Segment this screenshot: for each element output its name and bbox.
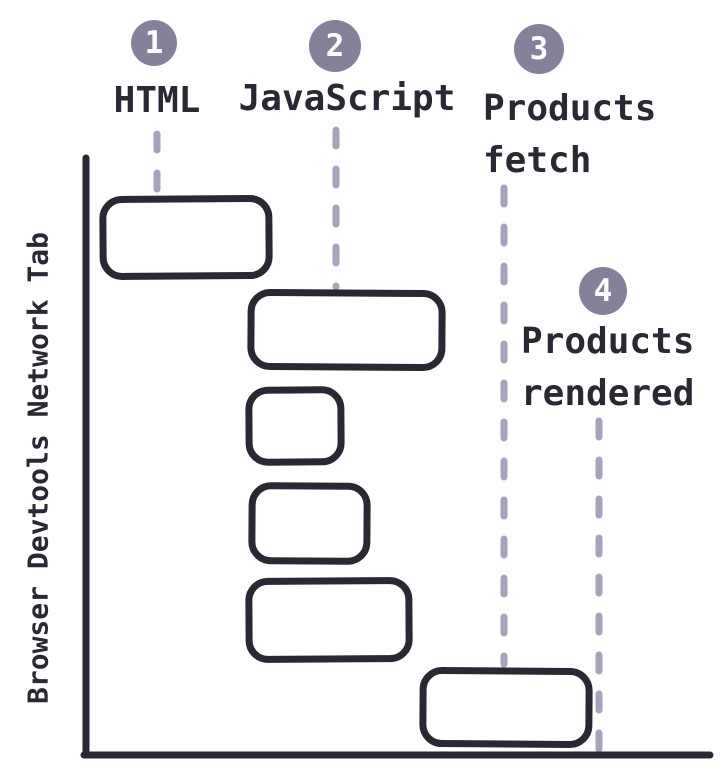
y-axis-label: Browser Devtools Network Tab xyxy=(21,231,55,705)
milestone-label-2: JavaScript xyxy=(239,73,456,125)
milestone-label-line: rendered xyxy=(521,373,695,414)
milestone-label-line: HTML xyxy=(113,80,201,121)
step-badge-4: 4 xyxy=(579,267,627,315)
milestone-label-line: Products xyxy=(483,88,657,129)
request-bar xyxy=(99,195,273,280)
milestone-label-4: Products rendered xyxy=(521,316,694,420)
milestone-label-line: Products xyxy=(521,321,695,362)
milestone-label-3: Products fetch xyxy=(483,83,656,187)
milestone-label-line: fetch xyxy=(483,140,592,181)
milestone-label-1: HTML xyxy=(114,75,201,127)
request-bar xyxy=(245,386,345,466)
step-badge-3: 3 xyxy=(514,24,564,74)
request-bar xyxy=(245,577,413,663)
milestone-label-line: JavaScript xyxy=(238,78,456,119)
request-bar xyxy=(248,482,371,565)
request-bar xyxy=(247,288,446,372)
step-badge-2: 2 xyxy=(309,20,361,72)
request-bar xyxy=(419,667,593,748)
step-badge-1: 1 xyxy=(131,20,177,66)
